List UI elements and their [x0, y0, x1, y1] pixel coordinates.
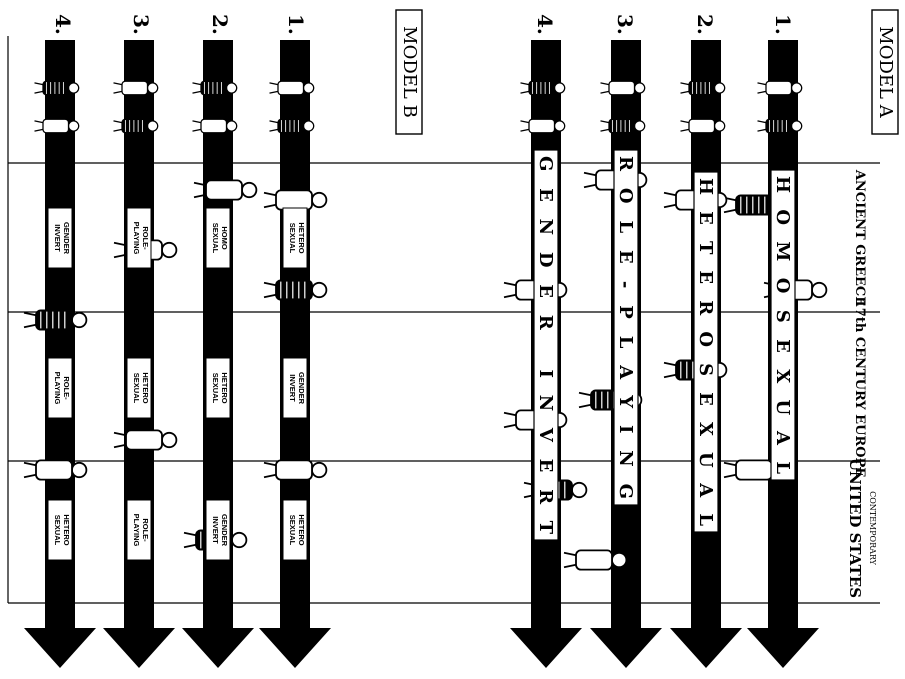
model-b-lane-3-era-3-label-line-1: ROLE- — [141, 518, 150, 542]
model-b-lane-3-figure-top-2 — [113, 118, 159, 134]
era-label-contemporary-us: CONTEMPORARY UNITED STATES — [846, 458, 877, 598]
model-b-lane-3-era-2-label-box: HETEROSEXUAL — [126, 357, 152, 419]
model-b-lane-1-era-1-label-line-2: SEXUAL — [288, 223, 297, 254]
model-b-lane-3-era-2-label-line-2: SEXUAL — [132, 373, 141, 404]
model-b-lane-2-era-1-label-line-2: SEXUAL — [211, 223, 220, 254]
model-b-lane-4-figure-top-1 — [34, 80, 80, 96]
model-b-lane-1-era-3-label-line-2: SEXUAL — [288, 515, 297, 546]
model-a-lane-4-number: 4. — [533, 14, 557, 35]
era-figure-14 — [263, 459, 328, 481]
era-figure-18 — [113, 429, 178, 451]
model-b-lane-1-era-2-label-line-2: INVERT — [288, 374, 297, 402]
model-b-lane-3-era-3-label-box: ROLE-PLAYING — [126, 499, 152, 561]
era-figure-19 — [23, 309, 88, 331]
model-a-lane-3-figure-top-1 — [600, 80, 646, 96]
model-b-lane-2-era-1-label-box: HOMOSEXUAL — [205, 207, 231, 269]
model-b-title: MODEL B — [395, 9, 423, 135]
model-a-lane-4-banner: GENDER INVERT — [533, 149, 559, 541]
era-figure-13 — [263, 279, 328, 301]
model-b-lane-1-arrow — [259, 40, 331, 668]
model-a-lane-1-figure-top-1 — [757, 80, 803, 96]
era-label-ancient-greece: ANCIENT GREECE — [852, 169, 867, 306]
model-b-lane-1-era-1-label-line-1: HETERO — [297, 222, 306, 253]
model-b-lane-1-era-1-label-box: HETEROSEXUAL — [282, 207, 308, 269]
model-a-lane-2-figure-top-1 — [680, 80, 726, 96]
model-a-lane-3-number: 3. — [613, 14, 637, 35]
model-b-lane-1-number: 1. — [284, 14, 308, 35]
model-b-lane-3-figure-top-1 — [113, 80, 159, 96]
model-b-lane-1-era-2-label-line-1: GENDER — [297, 372, 306, 405]
era-label-17th-century-europe: 17th CENTURY EUROPE — [852, 299, 867, 478]
model-b-lane-2-figure-top-2 — [192, 118, 238, 134]
model-b-lane-4-era-2-label-box: ROLE-PLAYING — [47, 357, 73, 419]
lane-numbers: 1. 2. 3. 4. 1. 2. 3. 4. — [51, 14, 795, 35]
era-labels: ANCIENT GREECE 17th CENTURY EUROPE CONTE… — [846, 169, 877, 598]
model-a-lane-2-figure-top-2 — [680, 118, 726, 134]
model-b-lane-3-era-2-label-line-1: HETERO — [141, 372, 150, 403]
model-a-lane-4-figure-top-1 — [520, 80, 566, 96]
era-name-17th-century-europe: 17th CENTURY EUROPE — [852, 299, 867, 478]
model-b-lane-2-arrow — [182, 40, 254, 668]
model-b-lane-4-era-1-label-line-2: INVERT — [53, 224, 62, 252]
model-b-lane-4-arrow — [24, 40, 96, 668]
model-a-title: MODEL A — [871, 9, 899, 135]
era-small-contemporary: CONTEMPORARY — [868, 491, 877, 566]
era-name-ancient-greece: ANCIENT GREECE — [852, 169, 867, 306]
model-b-lane-4-era-3-label-line-1: HETERO — [62, 514, 71, 545]
model-b-lane-2-era-2-label-line-2: SEXUAL — [211, 373, 220, 404]
model-a-lane-1-number: 1. — [771, 14, 795, 35]
model-b-lane-3-era-1-label-line-2: PLAYING — [132, 222, 141, 255]
model-b-lane-1-era-3-label-line-1: HETERO — [297, 514, 306, 545]
era-figure-12 — [263, 189, 328, 211]
model-a-lane-3-figure-top-2 — [600, 118, 646, 134]
model-b-lane-2-era-3-label-line-1: GENDER — [220, 514, 229, 547]
model-b-lane-2-era-2-label-line-1: HETERO — [220, 372, 229, 403]
era-figure-11 — [563, 549, 628, 571]
model-b-lane-4-number: 4. — [51, 14, 75, 35]
model-b-lane-4-era-3-label-box: HETEROSEXUAL — [47, 499, 73, 561]
model-b-lane-2-era-3-label-line-2: INVERT — [211, 516, 220, 544]
model-a-lane-4-figure-top-2 — [520, 118, 566, 134]
model-b-lane-4-era-2-label-line-1: ROLE- — [62, 376, 71, 400]
model-b-lane-3-era-1-label-box: ROLE-PLAYING — [126, 207, 152, 269]
lane-banners: HOMOSEXUALHETEROSEXUALROLE-PLAYINGGENDER… — [47, 149, 796, 561]
model-b-lane-3-number: 3. — [129, 14, 153, 35]
model-a-title-text: MODEL A — [875, 26, 896, 118]
model-a-lane-3-banner: ROLE-PLAYING — [613, 149, 639, 506]
model-a-lane-2-number: 2. — [693, 14, 717, 35]
model-b-title-text: MODEL B — [399, 26, 420, 118]
model-b-lane-4-era-1-label-line-1: GENDER — [62, 222, 71, 255]
model-b-lane-2-number: 2. — [208, 14, 232, 35]
era-figure-15 — [193, 179, 258, 201]
model-b-lane-4-era-2-label-line-2: PLAYING — [53, 372, 62, 405]
model-b-lane-1-era-3-label-box: HETEROSEXUAL — [282, 499, 308, 561]
model-b-lane-4-era-3-label-line-2: SEXUAL — [53, 515, 62, 546]
model-a-lane-2-banner: HETEROSEXUAL — [693, 171, 719, 533]
model-a-lane-1-banner: HOMOSEXUAL — [770, 169, 796, 481]
model-b-lane-3-era-3-label-line-2: PLAYING — [132, 514, 141, 547]
model-b-lane-2-figure-top-1 — [192, 80, 238, 96]
model-b-lane-1-figure-top-1 — [269, 80, 315, 96]
model-b-lane-2-era-2-label-box: HETEROSEXUAL — [205, 357, 231, 419]
model-b-lane-2-era-1-label-line-1: HOMO — [220, 226, 229, 249]
model-b-lane-1-figure-top-2 — [269, 118, 315, 134]
model-b-lane-3-arrow — [103, 40, 175, 668]
model-a-lane-1-figure-top-2 — [757, 118, 803, 134]
model-b-lane-4-figure-top-2 — [34, 118, 80, 134]
era-figure-20 — [23, 459, 88, 481]
era-name-contemporary-us: UNITED STATES — [846, 458, 864, 598]
model-b-lane-3-era-1-label-line-1: ROLE- — [141, 226, 150, 250]
